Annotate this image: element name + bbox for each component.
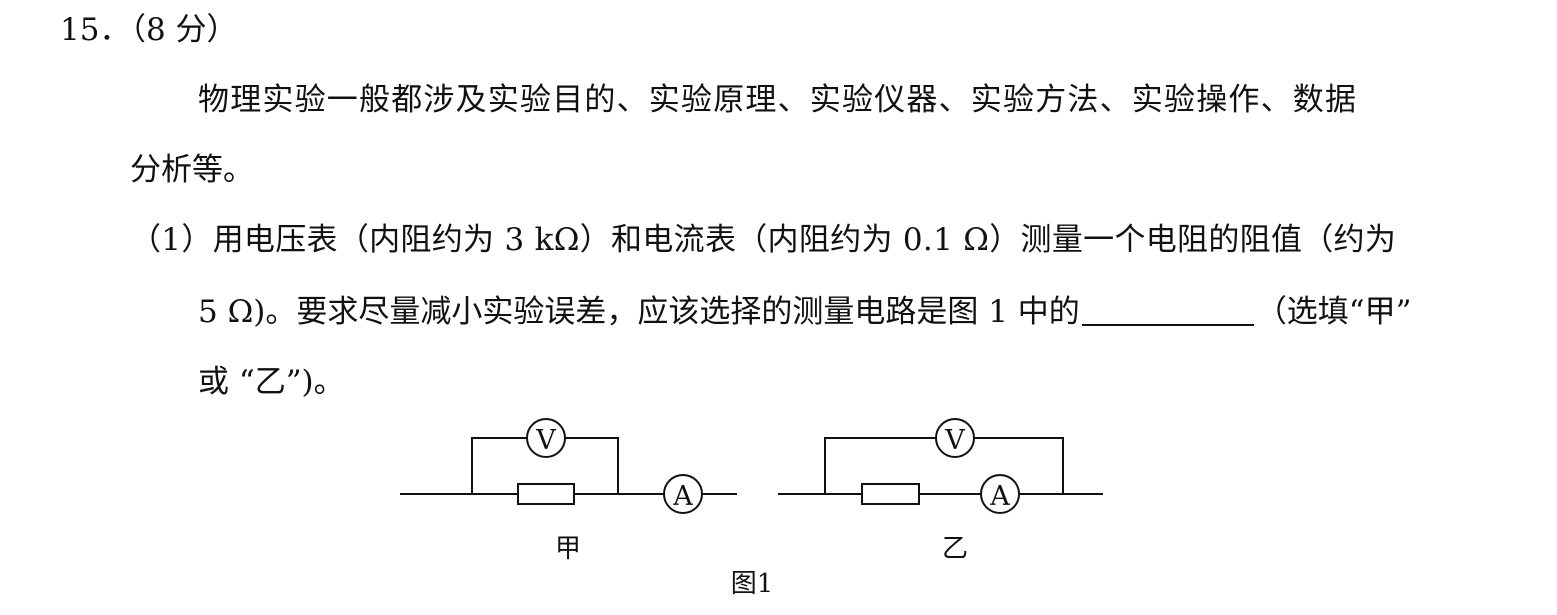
intro-text-line-1: 物理实验一般都涉及实验目的、实验原理、实验仪器、实验方法、实验操作、数据 (198, 82, 1358, 118)
yi-branch-wire-right (974, 437, 1064, 494)
part1-text-line-2: 5 Ω)。要求尽量减小实验误差，应该选择的测量电路是图 1 中的 （选填“甲” (198, 292, 1412, 332)
part1-text-before-blank: 5 Ω)。要求尽量减小实验误差，应该选择的测量电路是图 1 中的 (198, 294, 1080, 330)
jia-voltmeter-label: V (535, 425, 556, 456)
yi-ammeter-label: A (989, 481, 1010, 512)
yi-ammeter-circle (980, 474, 1020, 514)
part1-text-line-3: 或 “乙”)。 (198, 364, 345, 400)
yi-voltmeter-label: V (944, 425, 965, 456)
circuit-yi (778, 418, 1103, 514)
yi-circuit-label: 乙 (942, 534, 968, 564)
part1-text-line-1: （1）用电压表（内阻约为 3 kΩ）和电流表（内阻约为 0.1 Ω）测量一个电阻… (130, 222, 1397, 258)
jia-branch-wire-left (471, 437, 527, 494)
jia-circuit-label: 甲 (555, 534, 581, 564)
circuit-jia (400, 418, 737, 514)
jia-resistor (517, 483, 575, 505)
jia-ammeter-label: A (672, 481, 693, 512)
figure-caption: 图1 (731, 569, 774, 599)
jia-ammeter-circle (663, 474, 703, 514)
jia-voltmeter-circle (526, 418, 566, 458)
yi-voltmeter-circle (935, 418, 975, 458)
part1-text-after-blank: （选填“甲” (1255, 294, 1412, 330)
yi-branch-wire-left (824, 437, 936, 494)
intro-text-line-2: 分析等。 (130, 152, 254, 188)
jia-branch-wire-right (565, 437, 619, 494)
yi-resistor (861, 483, 920, 505)
answer-blank[interactable] (1081, 296, 1254, 326)
question-number: 15．（8 分） (60, 12, 238, 48)
